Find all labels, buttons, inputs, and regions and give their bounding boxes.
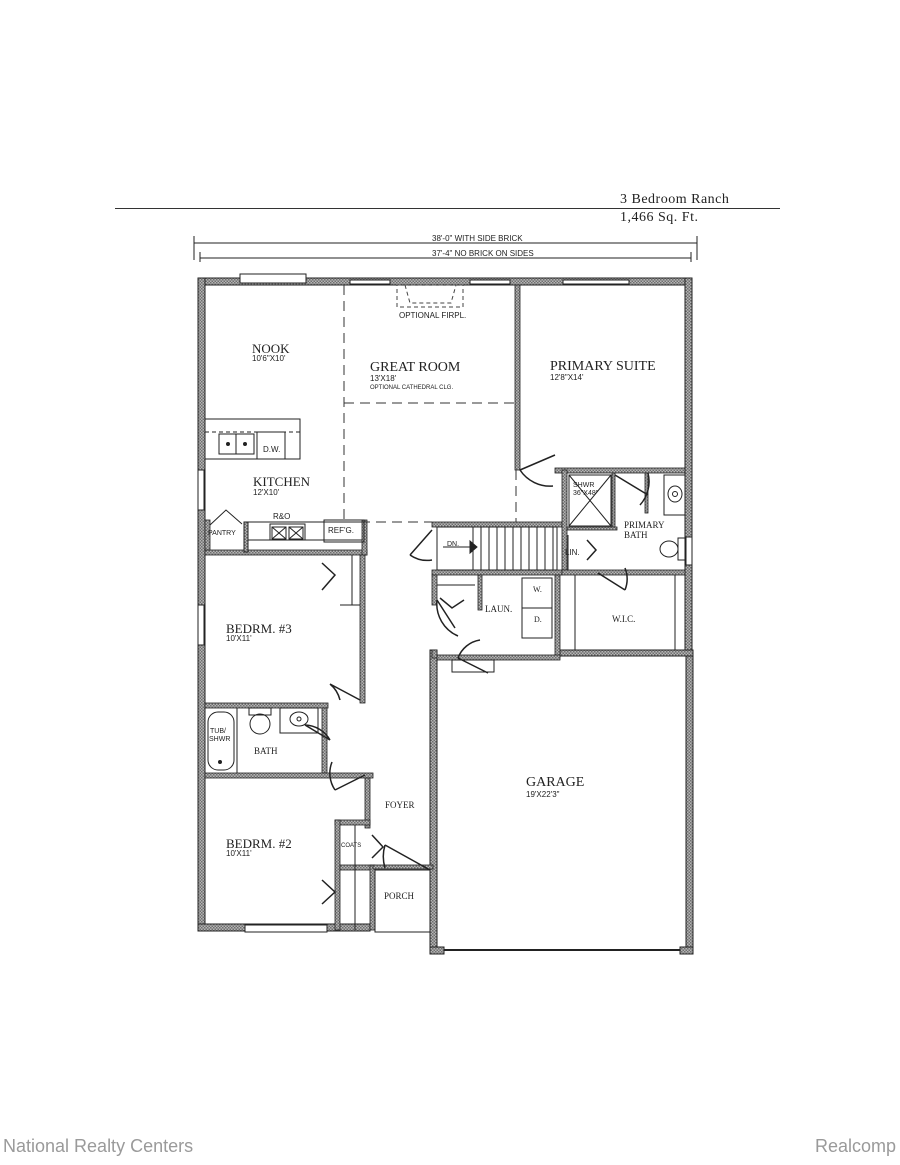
- garage-label: GARAGE: [526, 775, 584, 790]
- bedroom2-label: BEDRM. #2: [226, 836, 292, 851]
- listing-brokerage: National Realty Centers: [3, 1136, 194, 1156]
- great-room-label: GREAT ROOM: [370, 360, 461, 375]
- wic-label: W.I.C.: [612, 614, 635, 624]
- tub-label-line1: TUB/: [210, 728, 226, 735]
- pantry-label: PANTRY: [208, 530, 236, 537]
- dimension-lines: [193, 236, 698, 262]
- range-oven-label: R&O: [273, 512, 290, 521]
- mls-watermark: Realcomp: [814, 1136, 896, 1156]
- primary-bath-fixtures: [659, 474, 687, 561]
- great-room-note: OPTIONAL CATHEDRAL CLG.: [370, 385, 453, 391]
- interior-walls: [204, 284, 686, 931]
- bath-label: BATH: [254, 746, 278, 756]
- foyer-label: FOYER: [385, 800, 415, 810]
- porch-label: PORCH: [384, 891, 415, 901]
- stairs-label: DN.: [447, 541, 459, 548]
- shower-size: 36"X48": [573, 490, 599, 497]
- bedroom3-label: BEDRM. #3: [226, 621, 292, 636]
- nook-label: NOOK: [252, 341, 290, 356]
- plan-name: 3 Bedroom Ranch: [620, 192, 730, 207]
- title-divider: [115, 208, 780, 209]
- fireplace-label: OPTIONAL FIRPL.: [399, 311, 466, 320]
- tub-label-line2: SHWR: [209, 736, 230, 743]
- primary-bath-line1: PRIMARY: [624, 520, 665, 530]
- linen-label: LIN.: [565, 548, 580, 557]
- refrigerator-label: REF'G.: [328, 526, 354, 535]
- great-room-size: 13'X18': [370, 374, 397, 383]
- washer-label: W.: [533, 585, 542, 594]
- kitchen-counter: [209, 509, 365, 553]
- bedroom2-size: 10'X11': [226, 849, 252, 858]
- dashed-room-boundaries: [343, 285, 517, 523]
- primary-suite-label: PRIMARY SUITE: [550, 359, 656, 374]
- dimension-with-brick: 38'-0" WITH SIDE BRICK: [432, 234, 523, 243]
- shower-label: SHWR: [573, 482, 594, 489]
- stairs: [436, 526, 558, 571]
- shower: [568, 474, 612, 527]
- kitchen-island: [204, 418, 301, 460]
- washer-dryer: [521, 577, 553, 639]
- dryer-label: D.: [534, 615, 542, 624]
- porch-outline: [374, 869, 431, 933]
- laundry-label: LAUN.: [485, 604, 512, 614]
- kitchen-size: 12'X10': [253, 488, 280, 497]
- primary-suite-size: 12'8"X14': [550, 373, 584, 382]
- kitchen-label: KITCHEN: [253, 474, 311, 489]
- dishwasher-label: D.W.: [263, 445, 280, 454]
- closet-lines: [340, 535, 676, 930]
- title-block: 3 Bedroom Ranch 1,466 Sq. Ft.: [620, 191, 729, 227]
- garage-size: 19'X22'3": [526, 790, 560, 799]
- hall-bath-fixtures: [207, 707, 319, 773]
- coats-label: COATS: [341, 843, 361, 849]
- nook-size: 10'6"X10': [252, 354, 286, 363]
- door-swings: [304, 454, 650, 905]
- primary-bath-line2: BATH: [624, 530, 648, 540]
- bedroom3-size: 10'X11': [226, 634, 252, 643]
- square-footage: 1,466 Sq. Ft.: [620, 210, 699, 225]
- dimension-no-brick: 37'-4" NO BRICK ON SIDES: [432, 249, 534, 258]
- fireplace-outline: [396, 284, 464, 308]
